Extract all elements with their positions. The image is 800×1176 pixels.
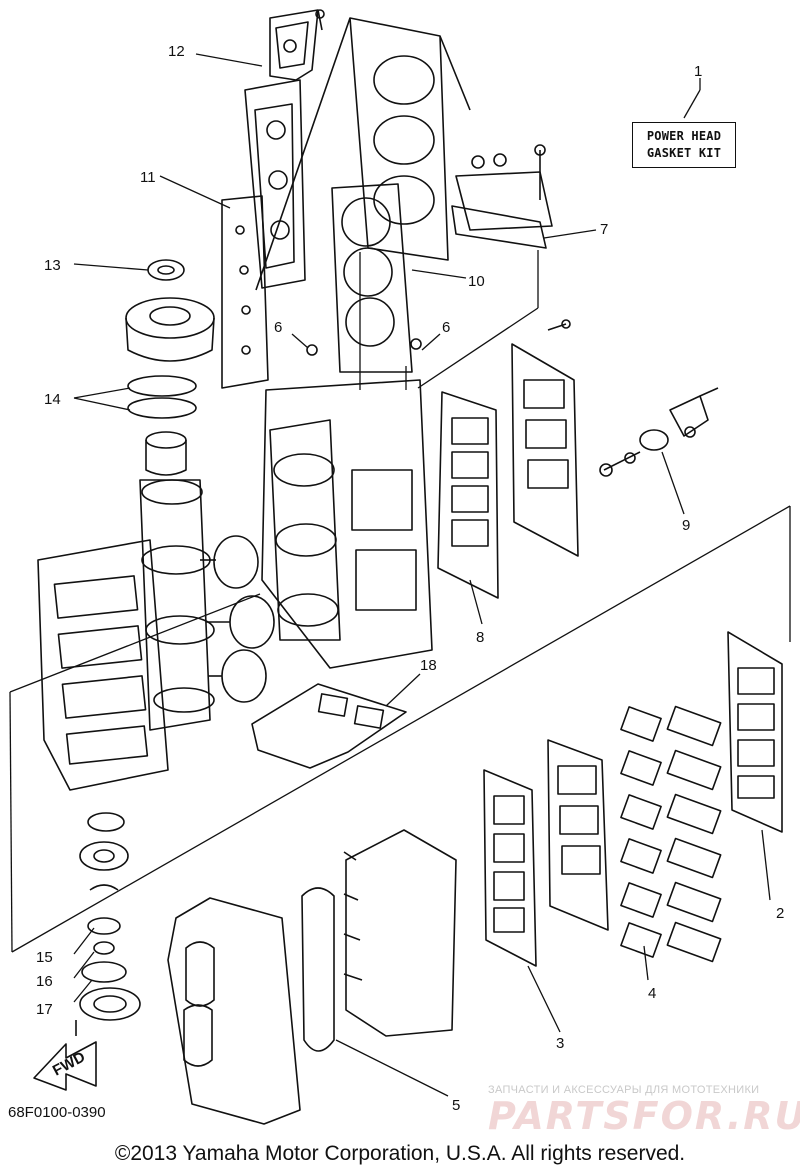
callout-5: 5	[452, 1097, 460, 1114]
gasket-part-2	[727, 631, 783, 833]
callout-13: 13	[44, 257, 61, 274]
callout-6b: 6	[442, 319, 450, 336]
boundary-lines	[9, 250, 791, 953]
lower-seals	[75, 812, 141, 1036]
gasket-part-3	[483, 769, 537, 967]
fwd-arrow	[33, 1041, 97, 1091]
watermark-tagline: ЗАПЧАСТИ И АКСЕССУАРЫ ДЛЯ МОТОТЕХНИКИ	[488, 1084, 760, 1096]
bearing-housing	[125, 297, 215, 362]
callout-11: 11	[140, 169, 156, 186]
watermark-logo: PARTSFOR.RU	[488, 1094, 800, 1138]
callout-9: 9	[682, 517, 690, 534]
callout-6a: 6	[274, 319, 282, 336]
callout-10: 10	[468, 273, 485, 290]
callout-4: 4	[648, 985, 656, 1002]
kit-label-line1: POWER HEAD	[646, 129, 722, 143]
silencer-cover	[167, 897, 301, 1125]
callout-18: 18	[420, 657, 437, 674]
cylinder-block	[261, 338, 433, 669]
callout-8: 8	[476, 629, 484, 646]
callout-14: 14	[44, 391, 61, 408]
callout-2: 2	[776, 905, 784, 922]
power-head-gasket-kit-label: POWER HEAD GASKET KIT	[632, 122, 736, 168]
callout-15: 15	[36, 949, 53, 966]
cover-part-7	[451, 144, 553, 249]
gasket-part-18	[251, 683, 407, 769]
head-gasket-part-10	[331, 183, 413, 373]
exhaust-gasket-part-11	[221, 195, 269, 389]
callout-numbers: 1 2 3 4 5 6 6 7 8 9 10 11 12 13 14 15 16…	[36, 43, 784, 1114]
reed-plate	[547, 739, 609, 931]
crankshaft-pistons	[139, 479, 275, 731]
callout-1: 1	[694, 63, 702, 80]
thermostat-part-9	[599, 387, 719, 477]
callout-16: 16	[36, 973, 53, 990]
callout-3: 3	[556, 1035, 564, 1052]
crankcase-part	[37, 539, 169, 791]
callout-17: 17	[36, 1001, 53, 1018]
o-rings-part-14	[127, 375, 197, 419]
intake-manifold	[343, 829, 457, 1037]
gasket-part-8	[437, 391, 499, 599]
seal-part-5	[301, 887, 335, 1052]
drawing-code: 68F0100-0390	[8, 1104, 106, 1121]
exhaust-cover-part-12	[244, 9, 325, 289]
callout-12: 12	[168, 43, 185, 60]
oil-seal-part-13	[147, 259, 185, 281]
leader-lines	[73, 53, 771, 1097]
reed-valves-part-4	[620, 705, 722, 963]
kit-label-line2: GASKET KIT	[646, 146, 722, 160]
reed-housing	[511, 319, 579, 557]
copyright-notice: ©2013 Yamaha Motor Corporation, U.S.A. A…	[114, 1142, 686, 1165]
bushing	[145, 431, 187, 476]
callout-7: 7	[600, 221, 608, 238]
